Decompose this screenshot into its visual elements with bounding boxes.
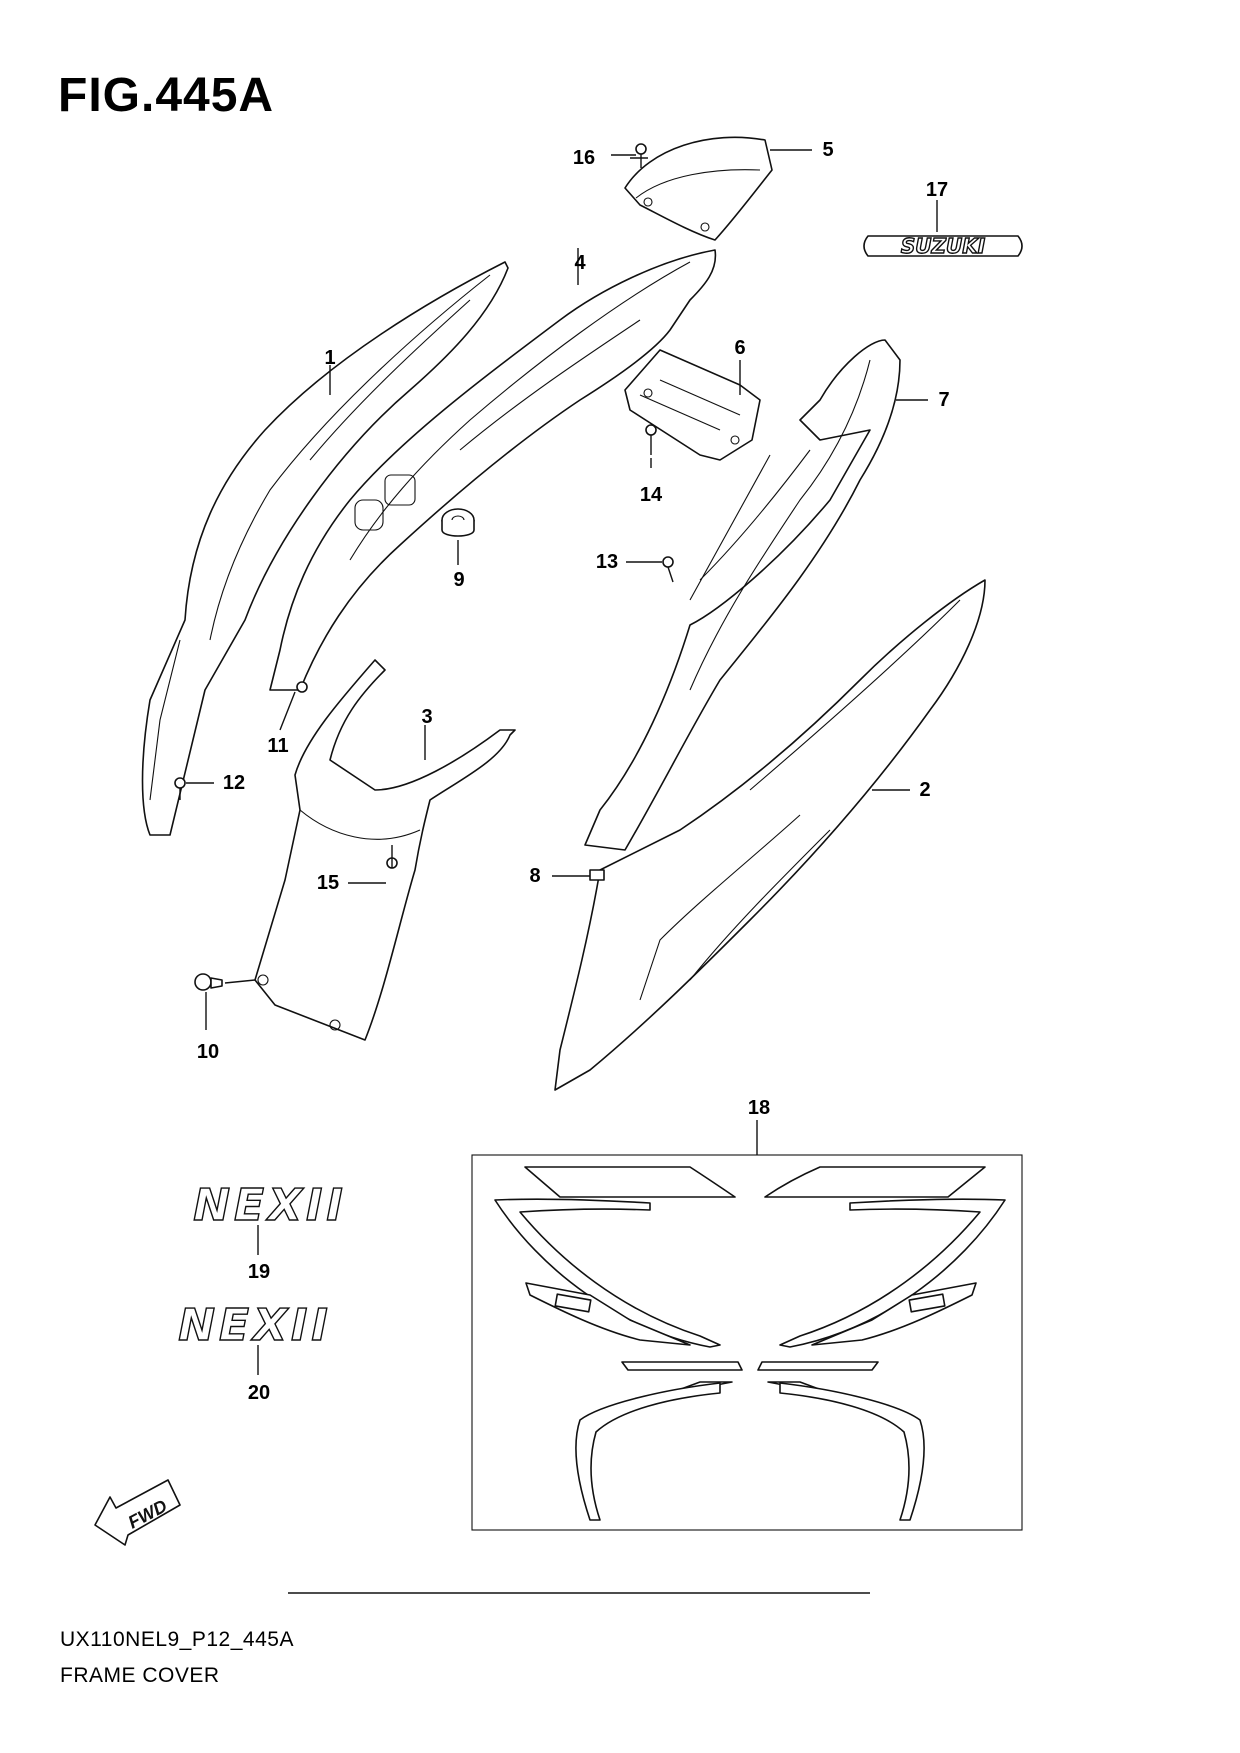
screw-12 (174, 777, 186, 800)
callout-1: 1 (324, 347, 336, 369)
callout-7: 7 (938, 389, 950, 411)
callout-17: 17 (925, 179, 949, 201)
callout-6: 6 (734, 337, 746, 359)
part-9-grommet (441, 508, 475, 537)
callout-14: 14 (639, 484, 663, 506)
section-name: FRAME COVER (60, 1664, 220, 1687)
part-2-frame-cover-right (554, 579, 986, 1091)
callout-10: 10 (196, 1041, 220, 1063)
callout-13: 13 (595, 551, 619, 573)
callout-5: 5 (822, 139, 834, 161)
nex-badge-19-text: NEXII (193, 1180, 347, 1231)
callout-19: 19 (247, 1261, 271, 1283)
callout-8: 8 (529, 865, 541, 887)
part-7-frame-cover-right-inner (584, 339, 901, 851)
part-6-bracket (624, 349, 761, 461)
callout-9: 9 (453, 569, 465, 591)
nex-badge-20-text: NEXII (178, 1300, 332, 1351)
screw-14 (645, 424, 657, 455)
screw-16 (635, 143, 647, 168)
part-20-nex-badge: NEXII (178, 1299, 332, 1351)
callout-15: 15 (316, 872, 340, 894)
part-17-suzuki-emblem: SUZUKI (863, 233, 1023, 259)
callout-2: 2 (919, 779, 931, 801)
fwd-arrow-icon: FWD (94, 1479, 181, 1546)
clip-8 (589, 869, 605, 881)
screw-11 (296, 681, 308, 693)
screw-13 (662, 556, 674, 583)
part-3-lower-cover (254, 659, 516, 1041)
suzuki-emblem-text: SUZUKI (901, 234, 986, 258)
callout-18: 18 (747, 1097, 771, 1119)
part-18-decal-set (471, 1154, 1023, 1531)
callout-20: 20 (247, 1382, 271, 1404)
callout-4: 4 (574, 252, 586, 274)
part-4-frame-cover-inner (269, 249, 717, 691)
clip-10 (194, 973, 223, 991)
model-code: UX110NEL9_P12_445A (60, 1628, 294, 1651)
callout-12: 12 (222, 772, 246, 794)
callout-11: 11 (267, 735, 289, 757)
callout-3: 3 (421, 706, 433, 728)
figure-title: FIG.445A (58, 69, 275, 122)
part-19-nex-badge: NEXII (193, 1179, 347, 1231)
screw-15 (386, 845, 398, 869)
callout-16: 16 (572, 147, 596, 169)
part-5-tail-cap (624, 136, 773, 241)
